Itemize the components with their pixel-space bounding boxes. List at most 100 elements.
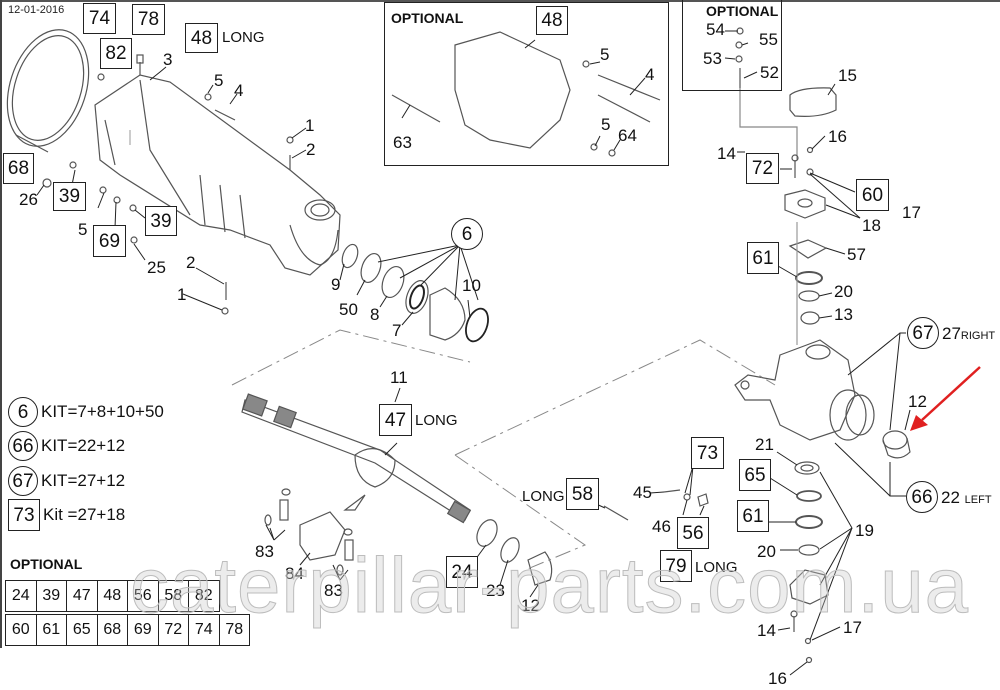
- callout-box-58[interactable]: 58: [566, 478, 599, 510]
- callout-21[interactable]: 21: [755, 435, 774, 454]
- optional-cell[interactable]: 68: [96, 614, 128, 646]
- callout-7[interactable]: 7: [392, 321, 402, 340]
- callout-4[interactable]: 4: [645, 65, 655, 84]
- optional-cell[interactable]: 47: [66, 580, 98, 612]
- callout-20[interactable]: 20: [757, 542, 776, 561]
- optional-cell[interactable]: 60: [5, 614, 37, 646]
- callout-8[interactable]: 8: [370, 305, 380, 324]
- callout-5[interactable]: 5: [601, 115, 611, 134]
- callout-53[interactable]: 53: [703, 49, 722, 68]
- callout-27-right[interactable]: 27RIGHT: [942, 325, 995, 342]
- optional-cell[interactable]: 78: [218, 614, 250, 646]
- optional-cell[interactable]: 58: [157, 580, 189, 612]
- optional-cell[interactable]: 24: [5, 580, 37, 612]
- callout-22-left[interactable]: 22 LEFT: [941, 489, 992, 506]
- optional-cell[interactable]: 39: [35, 580, 67, 612]
- optional-housing-48: [454, 31, 571, 149]
- optional-cell[interactable]: 56: [127, 580, 159, 612]
- callout-14[interactable]: 14: [717, 144, 736, 163]
- optional-cell[interactable]: 72: [157, 614, 189, 646]
- callout-10[interactable]: 10: [462, 276, 481, 295]
- callout-26[interactable]: 26: [19, 190, 38, 209]
- callout-box-82[interactable]: 82: [100, 38, 132, 69]
- callout-box-61[interactable]: 61: [737, 500, 769, 532]
- callout-84[interactable]: 84: [285, 564, 304, 583]
- callout-15[interactable]: 15: [838, 66, 857, 85]
- callout-box-65[interactable]: 65: [739, 459, 771, 491]
- optional-cell[interactable]: 61: [35, 614, 67, 646]
- cap-15: [789, 87, 837, 117]
- callout-2[interactable]: 2: [306, 140, 316, 159]
- callout-18[interactable]: 18: [862, 216, 881, 235]
- callout-23[interactable]: 23: [486, 581, 505, 600]
- optional-cell[interactable]: 65: [66, 614, 98, 646]
- callout-63[interactable]: 63: [393, 133, 412, 152]
- callout-circle-67[interactable]: 67: [907, 317, 939, 349]
- callout-54[interactable]: 54: [706, 20, 725, 39]
- callout-12[interactable]: 12: [908, 392, 927, 411]
- callout-box-48-optional[interactable]: 48: [536, 6, 568, 35]
- optional-cell[interactable]: 48: [96, 580, 128, 612]
- callout-box-79[interactable]: 79: [660, 550, 692, 582]
- callout-circle-6[interactable]: 6: [451, 218, 483, 250]
- callout-box-48[interactable]: 48: [185, 23, 218, 53]
- optional-frame-center: [384, 2, 669, 166]
- callout-12[interactable]: 12: [521, 596, 540, 615]
- optional-right-title: OPTIONAL: [706, 3, 779, 19]
- optional-cell[interactable]: 82: [188, 580, 220, 612]
- callout-box-56[interactable]: 56: [677, 517, 709, 549]
- kit-legend-6: 6 KIT=7+8+10+50: [8, 397, 164, 427]
- callout-25[interactable]: 25: [147, 258, 166, 277]
- callout-box-74[interactable]: 74: [83, 3, 116, 34]
- callout-box-24[interactable]: 24: [446, 556, 478, 588]
- callout-box-72[interactable]: 72: [746, 153, 779, 184]
- callout-16[interactable]: 16: [828, 127, 847, 146]
- optional-cell[interactable]: 69: [127, 614, 159, 646]
- optional-parts-table: 24 39 47 48 56 58 82 60 61 65 68 69 72 7…: [5, 580, 250, 646]
- callout-14[interactable]: 14: [757, 621, 776, 640]
- callout-1[interactable]: 1: [177, 285, 187, 304]
- callout-11[interactable]: 11: [390, 368, 408, 387]
- kit-text-6: KIT=7+8+10+50: [41, 402, 164, 421]
- callout-50[interactable]: 50: [339, 300, 358, 319]
- callout-4[interactable]: 4: [234, 81, 244, 100]
- callout-5[interactable]: 5: [78, 220, 88, 239]
- callout-57[interactable]: 57: [847, 245, 866, 264]
- callout-box-69[interactable]: 69: [93, 225, 126, 257]
- callout-83[interactable]: 83: [255, 542, 274, 561]
- left-label: LEFT: [964, 494, 992, 506]
- callout-46[interactable]: 46: [652, 517, 671, 536]
- callout-box-60[interactable]: 60: [856, 179, 889, 211]
- callout-19[interactable]: 19: [855, 521, 874, 540]
- callout-55[interactable]: 55: [759, 30, 778, 49]
- callout-45[interactable]: 45: [633, 483, 652, 502]
- callout-27: 27: [942, 324, 961, 343]
- optional-row-2: 60 61 65 68 69 72 74 78: [5, 614, 250, 646]
- optional-cell[interactable]: 74: [188, 614, 220, 646]
- callout-box-47[interactable]: 47: [379, 404, 412, 436]
- callout-box-73[interactable]: 73: [691, 437, 724, 469]
- callout-circle-66[interactable]: 66: [906, 481, 938, 513]
- callout-5[interactable]: 5: [600, 45, 610, 64]
- callout-17[interactable]: 17: [902, 203, 921, 222]
- kit-legend-67: 67 KIT=27+12: [8, 466, 125, 496]
- callout-17[interactable]: 17: [843, 618, 862, 637]
- callout-1[interactable]: 1: [305, 116, 315, 135]
- callout-2[interactable]: 2: [186, 253, 196, 272]
- callout-20[interactable]: 20: [834, 282, 853, 301]
- callout-9[interactable]: 9: [331, 275, 341, 294]
- callout-box-68[interactable]: 68: [3, 153, 34, 184]
- callout-3[interactable]: 3: [163, 50, 173, 69]
- callout-5[interactable]: 5: [214, 71, 224, 90]
- callout-52[interactable]: 52: [760, 63, 779, 82]
- kit-circle-66: 66: [8, 431, 38, 461]
- callout-16[interactable]: 16: [768, 669, 787, 688]
- callout-83[interactable]: 83: [324, 581, 343, 600]
- callout-box-78[interactable]: 78: [132, 4, 165, 35]
- callout-box-61[interactable]: 61: [747, 242, 779, 274]
- callout-13[interactable]: 13: [834, 305, 853, 324]
- callout-box-39[interactable]: 39: [53, 182, 86, 211]
- callout-64[interactable]: 64: [618, 126, 637, 145]
- kit-box-73: 73: [8, 499, 40, 531]
- callout-box-39[interactable]: 39: [145, 206, 177, 236]
